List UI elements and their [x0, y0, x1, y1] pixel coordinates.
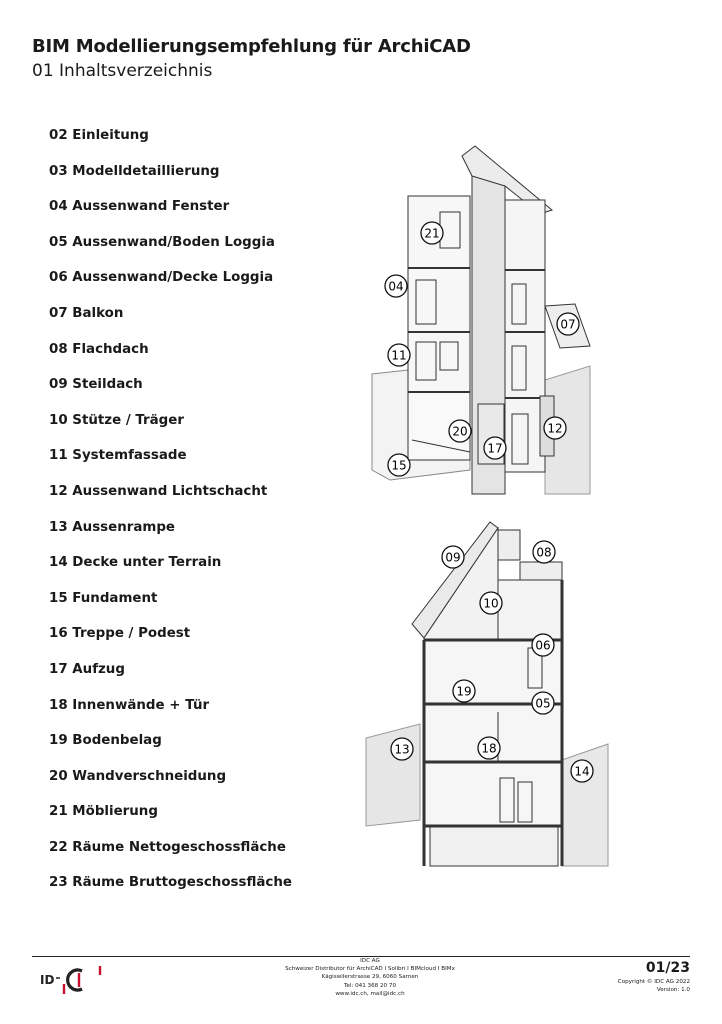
- document-title: BIM Modellierungsempfehlung für ArchiCAD: [32, 36, 471, 57]
- toc-item[interactable]: 10 Stütze / Träger: [49, 412, 184, 428]
- footer-phone: Tel: 041 368 20 70: [343, 982, 397, 989]
- section-subtitle: 01 Inhaltsverzeichnis: [32, 61, 213, 81]
- toc-item[interactable]: 20 Wandverschneidung: [49, 768, 227, 784]
- toc-item[interactable]: 18 Innenwände + Tür: [49, 697, 210, 713]
- toc-item[interactable]: 02 Einleitung: [49, 128, 149, 143]
- toc-item[interactable]: 12 Aussenwand Lichtschacht: [49, 483, 268, 499]
- toc-item[interactable]: 08 Flachdach: [49, 341, 149, 357]
- table-of-contents: 02 Einleitung 03 Modelldetaillierung 04 …: [49, 126, 292, 909]
- svg-text:20: 20: [452, 425, 467, 439]
- svg-text:19: 19: [456, 685, 471, 699]
- marker-11[interactable]: 11: [387, 343, 411, 367]
- marker-05[interactable]: 05: [531, 691, 555, 715]
- toc-item[interactable]: 16 Treppe / Podest: [49, 626, 191, 642]
- marker-20[interactable]: 20: [448, 419, 472, 443]
- svg-text:04: 04: [388, 280, 403, 294]
- svg-text:13: 13: [394, 743, 409, 757]
- svg-text:14: 14: [574, 765, 589, 779]
- footer-divider: [32, 956, 690, 957]
- footer-company-info: IDC AG Schweizer Distributor für ArchiCA…: [230, 957, 510, 998]
- marker-18[interactable]: 18: [477, 736, 501, 760]
- svg-text:18: 18: [481, 742, 496, 756]
- marker-group-top: 21 04 07 11 12 20 17 15: [384, 221, 580, 477]
- toc-item[interactable]: 04 Aussenwand Fenster: [49, 199, 230, 215]
- marker-12[interactable]: 12: [543, 416, 567, 440]
- svg-text:05: 05: [535, 697, 550, 711]
- svg-text:21: 21: [424, 227, 439, 241]
- toc-item[interactable]: 11 Systemfassade: [49, 448, 187, 464]
- idc-logo: ID: [40, 966, 102, 994]
- toc-item[interactable]: 23 Räume Bruttogeschossfläche: [49, 875, 292, 891]
- toc-item[interactable]: 06 Aussenwand/Decke Loggia: [49, 270, 274, 286]
- svg-text:08: 08: [536, 546, 551, 560]
- footer-version: Version: 1.0: [656, 987, 690, 993]
- marker-08[interactable]: 08: [532, 540, 556, 564]
- marker-09[interactable]: 09: [441, 545, 465, 569]
- svg-text:10: 10: [483, 597, 498, 611]
- svg-text:17: 17: [487, 442, 502, 456]
- marker-19[interactable]: 19: [452, 679, 476, 703]
- footer-address: Kägiswilerstrasse 29, 6060 Sarnen: [321, 974, 419, 981]
- toc-item[interactable]: 13 Aussenrampe: [49, 519, 176, 535]
- marker-07[interactable]: 07: [556, 312, 580, 336]
- toc-item[interactable]: 09 Steildach: [49, 377, 143, 393]
- toc-item[interactable]: 03 Modelldetaillierung: [49, 163, 220, 179]
- svg-text:12: 12: [547, 422, 562, 436]
- toc-item[interactable]: 19 Bodenbelag: [49, 733, 162, 749]
- svg-text:06: 06: [535, 639, 550, 653]
- marker-10[interactable]: 10: [479, 591, 503, 615]
- toc-item[interactable]: 15 Fundament: [49, 590, 158, 606]
- toc-item[interactable]: 22 Räume Nettogeschossfläche: [49, 839, 286, 855]
- marker-17[interactable]: 17: [483, 436, 507, 460]
- svg-text:07: 07: [560, 318, 575, 332]
- page-number: 01/23: [645, 960, 690, 976]
- marker-06[interactable]: 06: [531, 633, 555, 657]
- svg-text:11: 11: [391, 349, 406, 363]
- marker-group-bottom: 09 08 10 06 19 05 13 18 14: [390, 540, 594, 783]
- footer-web[interactable]: www.idc.ch, mail@idc.ch: [335, 990, 405, 997]
- svg-text:09: 09: [445, 551, 460, 565]
- toc-item[interactable]: 17 Aufzug: [49, 661, 125, 677]
- marker-15[interactable]: 15: [387, 453, 411, 477]
- marker-13[interactable]: 13: [390, 737, 414, 761]
- footer-copyright: Copyright © IDC AG 2022: [617, 979, 690, 985]
- svg-text:15: 15: [391, 459, 406, 473]
- marker-21[interactable]: 21: [420, 221, 444, 245]
- footer-company: IDC AG: [360, 958, 380, 964]
- marker-04[interactable]: 04: [384, 274, 408, 298]
- toc-item[interactable]: 07 Balkon: [49, 305, 124, 321]
- toc-item[interactable]: 21 Möblierung: [49, 804, 158, 820]
- svg-text:ID: ID: [40, 973, 54, 987]
- toc-item[interactable]: 05 Aussenwand/Boden Loggia: [49, 234, 275, 250]
- toc-item[interactable]: 14 Decke unter Terrain: [49, 555, 222, 571]
- footer-page-info: 01/23 Copyright © IDC AG 2022 Version: 1…: [618, 958, 690, 994]
- building-section-illustration: 21 04 07 11 12 20 17 15 09 08 10 06 19 0…: [365, 145, 609, 867]
- footer-tagline: Schweizer Distributor für ArchiCAD I Sol…: [285, 966, 455, 973]
- marker-14[interactable]: 14: [570, 759, 594, 783]
